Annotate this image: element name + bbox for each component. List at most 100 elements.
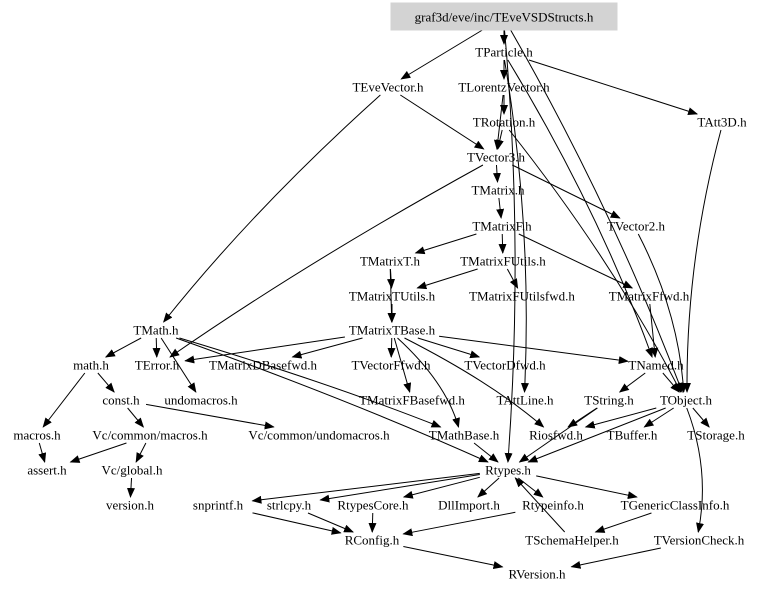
node-tlorentzvector-h[interactable]: TLorentzVector.h [458, 80, 550, 95]
node-tmatrixtutils-h[interactable]: TMatrixTUtils.h [349, 289, 436, 304]
node-tvector2-h[interactable]: TVector2.h [607, 219, 666, 234]
node-tparticle-h[interactable]: TParticle.h [475, 45, 533, 60]
node-tversioncheck-h[interactable]: TVersionCheck.h [654, 533, 745, 548]
edge-mathh-to-macrosh [42, 372, 86, 428]
node-tstorage-h[interactable]: TStorage.h [687, 428, 745, 443]
edge-tobject-to-tstorage [692, 407, 710, 428]
edge-tmatrixtbase-to-tmatrixdbasefwd [291, 337, 363, 359]
node-rtypes-h[interactable]: Rtypes.h [485, 463, 531, 478]
edge-root-to-tevevector [400, 24, 492, 80]
edge-tschemahelper-to-rtypes [514, 477, 566, 533]
node-tmathbase-h[interactable]: TMathBase.h [429, 428, 500, 443]
node-undomacros-h[interactable]: undomacros.h [164, 393, 238, 408]
edge-rtypescore-to-rconfig [368, 512, 377, 533]
edge-tobject-to-riosfwd [584, 407, 657, 429]
edge-tatt3d-to-tobject [682, 129, 722, 393]
edge-rtypes-to-rtypescore [402, 476, 480, 499]
node-tvectordfwd-h[interactable]: TVectorDfwd.h [464, 358, 546, 373]
node-const-h[interactable]: const.h [102, 393, 140, 408]
edge-rtypes-to-tgenericclassinfo [536, 475, 638, 500]
node-tattline-h[interactable]: TAttLine.h [496, 393, 554, 408]
edge-strlcpy-to-rconfig [307, 512, 354, 533]
edge-tparticle-to-tnamed [507, 59, 653, 358]
edge-vcmacros-to-vcglobal [135, 442, 147, 463]
edge-tobject-to-tbuffer [643, 407, 674, 428]
node-tmatrixt-h[interactable]: TMatrixT.h [360, 254, 421, 269]
node-tstring-h[interactable]: TString.h [584, 393, 634, 408]
node-snprintf-h[interactable]: snprintf.h [193, 498, 244, 513]
edge-tparticle-to-tatt3d [528, 59, 699, 116]
node-math-h[interactable]: math.h [73, 358, 109, 373]
node-vc-common-undomacros-h[interactable]: Vc/common/undomacros.h [248, 428, 390, 443]
root-node-box [390, 2, 618, 31]
edge-trotation-to-tobject [508, 129, 682, 393]
node-tmatrixfutils-h[interactable]: TMatrixFUtils.h [460, 254, 546, 269]
node-tmatrixf-h[interactable]: TMatrixF.h [472, 219, 532, 234]
node-graf3d-eve-inc-tevevsdstructs-h[interactable]: graf3d/eve/inc/TEveVSDStructs.h [415, 10, 594, 25]
edge-snprintf-to-rconfig [252, 512, 342, 535]
edge-tmatrixf-to-tmatrixt [414, 233, 477, 255]
edge-tmath-to-terror [152, 337, 161, 358]
edge-tnamed-to-tobject [662, 372, 680, 393]
edge-tmatrixf-to-tmatrixffwd [518, 233, 634, 289]
edge-macrosh-to-asserth [38, 442, 47, 463]
edge-tmatrixtbase-to-tnamed [439, 335, 629, 365]
edge-consth-to-vcundomacros [145, 403, 275, 430]
nodes-layer: graf3d/eve/inc/TEveVSDStructs.hTParticle… [13, 2, 747, 582]
edge-tmatrixtbase-to-tvectordfwd [417, 337, 481, 359]
edge-tstring-to-rtypes [518, 407, 598, 463]
edge-tmatrixtbase-to-terror [184, 336, 345, 364]
edge-tmatrixtbase-to-tmatrixfbasefwd [393, 337, 412, 393]
node-tvector3-h[interactable]: TVector3.h [467, 150, 526, 165]
node-tmath-h[interactable]: TMath.h [133, 323, 179, 338]
node-tmatrixffwd-h[interactable]: TMatrixFfwd.h [609, 289, 690, 304]
node-tgenericclassinfo-h[interactable]: TGenericClassInfo.h [621, 498, 730, 513]
node-tatt3d-h[interactable]: TAtt3D.h [697, 115, 747, 130]
edge-rtypeinfo-to-rconfig [402, 511, 516, 537]
node-tmatrixfbasefwd-h[interactable]: TMatrixFBasefwd.h [359, 393, 465, 408]
node-tschemahelper-h[interactable]: TSchemaHelper.h [525, 533, 619, 548]
edge-tmath-to-tmathbase [179, 337, 442, 428]
edge-rconfig-to-rversion [403, 545, 504, 569]
edge-trotation-to-tvector3 [495, 129, 504, 150]
node-vc-global-h[interactable]: Vc/global.h [101, 463, 163, 478]
node-riosfwd-h[interactable]: Riosfwd.h [529, 428, 583, 443]
node-tmatrixtbase-h[interactable]: TMatrixTBase.h [349, 323, 436, 338]
node-tnamed-h[interactable]: TNamed.h [628, 358, 684, 373]
node-tevevector-h[interactable]: TEveVector.h [352, 80, 424, 95]
node-macros-h[interactable]: macros.h [13, 428, 61, 443]
node-terror-h[interactable]: TError.h [135, 358, 180, 373]
node-rtypeinfo-h[interactable]: Rtypeinfo.h [522, 498, 584, 513]
node-tobject-h[interactable]: TObject.h [660, 393, 713, 408]
node-tmatrix-h[interactable]: TMatrix.h [471, 183, 525, 198]
node-rconfig-h[interactable]: RConfig.h [345, 533, 400, 548]
edge-tobject-to-tversioncheck [686, 407, 704, 533]
edge-tobject-to-rtypes [527, 407, 666, 463]
edge-tmatrixffwd-to-tnamed [649, 303, 659, 358]
node-rtypescore-h[interactable]: RtypesCore.h [337, 498, 409, 513]
edge-vcmacros-to-asserth [69, 442, 127, 463]
edge-tmatrixfutils-to-tmatrixfutilsfwd [506, 268, 519, 289]
edges-layer [38, 24, 722, 569]
node-version-h[interactable]: version.h [106, 498, 155, 513]
edge-tevevector-to-tmath [163, 94, 381, 323]
node-rversion-h[interactable]: RVersion.h [508, 567, 566, 582]
edge-tevevector-to-tvector3 [400, 94, 485, 150]
edge-rtypes-to-dllimport [477, 477, 500, 498]
node-tbuffer-h[interactable]: TBuffer.h [607, 428, 658, 443]
edge-root-to-tobject [507, 24, 683, 393]
node-dllimport-h[interactable]: DllImport.h [438, 498, 500, 513]
node-tvectorffwd-h[interactable]: TVectorFfwd.h [351, 358, 431, 373]
node-strlcpy-h[interactable]: strlcpy.h [267, 498, 312, 513]
node-trotation-h[interactable]: TRotation.h [473, 115, 536, 130]
edge-vcglobal-to-versionh [126, 477, 135, 498]
node-assert-h[interactable]: assert.h [27, 463, 67, 478]
node-tmatrixdbasefwd-h[interactable]: TMatrixDBasefwd.h [209, 358, 317, 373]
node-tmatrixfutilsfwd-h[interactable]: TMatrixFUtilsfwd.h [469, 289, 575, 304]
node-vc-common-macros-h[interactable]: Vc/common/macros.h [92, 428, 208, 443]
edge-tmatrixfutils-to-tmatrixtutils [416, 268, 478, 290]
edge-tmathbase-to-rtypes [473, 442, 499, 463]
edge-tmatrixf-to-tmatrixfutils [498, 233, 507, 254]
edge-tversioncheck-to-rversion [570, 547, 661, 569]
